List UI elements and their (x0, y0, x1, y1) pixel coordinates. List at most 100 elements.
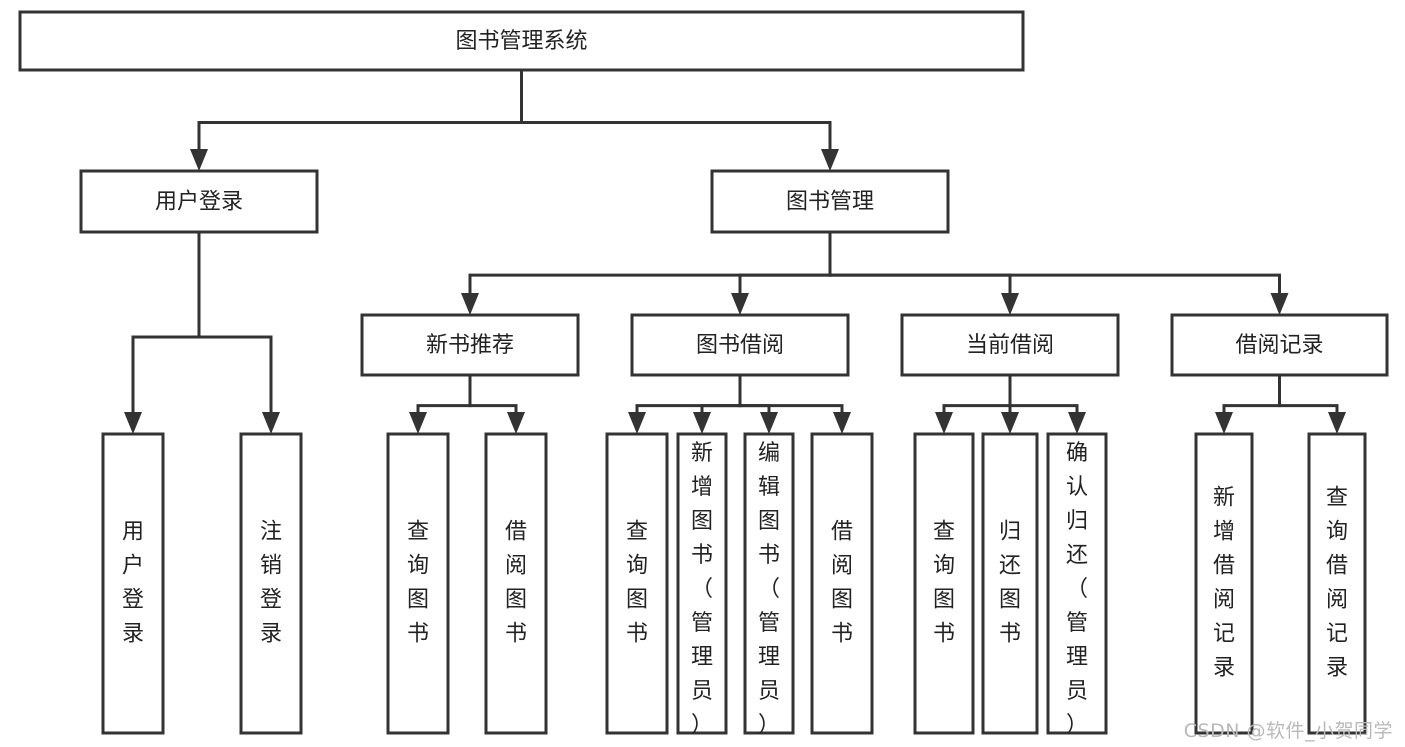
node-label-return-book: 归还图书 (999, 520, 1021, 647)
connector-line (1222, 375, 1281, 413)
connector-line (520, 70, 832, 150)
node-label-add-book: 新增图书（管理员） (691, 441, 713, 738)
node-book-manage[interactable]: 图书管理 (710, 169, 950, 234)
connector-layer (124, 70, 1346, 434)
connector-e-userlogin-userlogout (197, 232, 280, 434)
connector-e-newbookrec-borrowbook1 (468, 375, 525, 434)
node-label-borrow-book-2: 借阅图书 (831, 520, 853, 647)
node-box-borrow-book-2 (810, 432, 874, 735)
connector-e-root-userlogin (190, 70, 523, 171)
connector-line (468, 375, 518, 413)
arrow-head-icon (1001, 293, 1019, 315)
connector-e-borrowrecord-addrec (1215, 375, 1281, 434)
node-query-book-3[interactable]: 查询图书 (913, 432, 975, 735)
node-query-borrow-record[interactable]: 查询借阅记录 (1307, 432, 1367, 735)
node-query-book-1[interactable]: 查询图书 (386, 432, 450, 735)
node-borrow-book-1[interactable]: 借阅图书 (484, 432, 548, 735)
node-label-query-borrow-record: 查询借阅记录 (1326, 486, 1348, 681)
arrow-head-icon (190, 149, 208, 171)
connector-line (738, 232, 832, 294)
node-label-root: 图书管理系统 (455, 29, 587, 54)
node-box-borrow-record (1170, 313, 1389, 377)
node-box-user-logout (239, 432, 303, 735)
connector-line (942, 375, 1012, 413)
connector-line (828, 232, 1012, 294)
arrow-head-icon (1270, 293, 1289, 315)
node-box-query-book-1 (386, 432, 450, 735)
connector-line (468, 232, 832, 294)
node-box-current-borrow (900, 313, 1120, 377)
node-user-login[interactable]: 用户登录 (79, 169, 319, 234)
node-new-book-rec[interactable]: 新书推荐 (360, 313, 580, 377)
node-borrow-record[interactable]: 借阅记录 (1170, 313, 1389, 377)
node-borrow-book-2[interactable]: 借阅图书 (810, 432, 874, 735)
connector-e-bookmanage-bookborrow (731, 232, 832, 315)
connector-e-bookborrow-borrowbook2 (738, 375, 851, 434)
connector-line (197, 232, 273, 413)
watermark-text: CSDN @软件_小贺同学 (1183, 720, 1393, 742)
arrow-head-icon (1328, 412, 1346, 434)
connector-e-currentborrow-confirmreturn (1008, 375, 1086, 434)
connector-line (738, 375, 844, 413)
node-box-return-book (981, 432, 1039, 735)
connector-e-root-bookmanage (520, 70, 839, 171)
node-user-logout[interactable]: 注销登录 (239, 432, 303, 735)
connector-e-bookmanage-currentborrow (828, 232, 1019, 315)
connector-e-userlogin-userlogindo (124, 232, 201, 434)
node-label-book-borrow: 图书借阅 (696, 333, 784, 358)
connector-line (1278, 375, 1339, 413)
connector-e-bookmanage-borrowrecord (828, 232, 1289, 315)
node-label-confirm-return: 确认归还（管理员） (1066, 441, 1088, 738)
node-edit-book[interactable]: 编辑图书（管理员） (743, 432, 795, 738)
node-label-current-borrow: 当前借阅 (966, 333, 1054, 358)
node-label-edit-book: 编辑图书（管理员） (758, 441, 780, 738)
arrow-head-icon (760, 412, 778, 434)
connector-line (828, 232, 1281, 294)
arrow-head-icon (628, 412, 646, 434)
node-box-book-borrow (630, 313, 850, 377)
node-root[interactable]: 图书管理系统 (18, 10, 1025, 72)
connector-e-newbookrec-querybook1 (409, 375, 472, 434)
node-current-borrow[interactable]: 当前借阅 (900, 313, 1120, 377)
node-query-book-2[interactable]: 查询图书 (605, 432, 669, 735)
arrow-head-icon (1215, 412, 1233, 434)
node-add-borrow-record[interactable]: 新增借阅记录 (1194, 432, 1254, 735)
arrow-head-icon (409, 412, 427, 434)
node-box-add-book (676, 432, 728, 735)
node-box-query-book-2 (605, 432, 669, 735)
node-user-login-do[interactable]: 用户登录 (101, 432, 165, 735)
node-add-book[interactable]: 新增图书（管理员） (676, 432, 728, 738)
arrow-head-icon (821, 149, 839, 171)
arrow-head-icon (1068, 412, 1086, 434)
node-label-user-logout: 注销登录 (260, 520, 282, 647)
arrow-head-icon (833, 412, 851, 434)
node-box-query-borrow-record (1307, 432, 1367, 735)
node-label-borrow-book-1: 借阅图书 (505, 520, 527, 647)
node-box-user-login-do (101, 432, 165, 735)
node-label-query-book-1: 查询图书 (407, 520, 429, 647)
node-box-new-book-rec (360, 313, 580, 377)
connector-e-currentborrow-querybook3 (935, 375, 1012, 434)
node-label-new-book-rec: 新书推荐 (426, 333, 514, 358)
node-box-confirm-return (1046, 432, 1108, 735)
node-box-edit-book (743, 432, 795, 735)
arrow-head-icon (1001, 412, 1019, 434)
node-label-book-manage: 图书管理 (786, 190, 874, 215)
node-box-borrow-book-1 (484, 432, 548, 735)
connector-line (416, 375, 472, 413)
connector-e-borrowrecord-queryrec (1278, 375, 1346, 434)
node-confirm-return[interactable]: 确认归还（管理员） (1046, 432, 1108, 738)
node-label-user-login-do: 用户登录 (122, 520, 144, 647)
node-label-user-login: 用户登录 (155, 190, 243, 215)
connector-line (131, 232, 201, 413)
node-box-add-borrow-record (1194, 432, 1254, 735)
arrow-head-icon (507, 412, 525, 434)
connector-line (197, 70, 523, 150)
node-return-book[interactable]: 归还图书 (981, 432, 1039, 735)
arrow-head-icon (731, 293, 749, 315)
node-label-query-book-2: 查询图书 (626, 520, 648, 647)
node-book-borrow[interactable]: 图书借阅 (630, 313, 850, 377)
node-box-query-book-3 (913, 432, 975, 735)
connector-e-bookmanage-newbookrec (461, 232, 832, 315)
